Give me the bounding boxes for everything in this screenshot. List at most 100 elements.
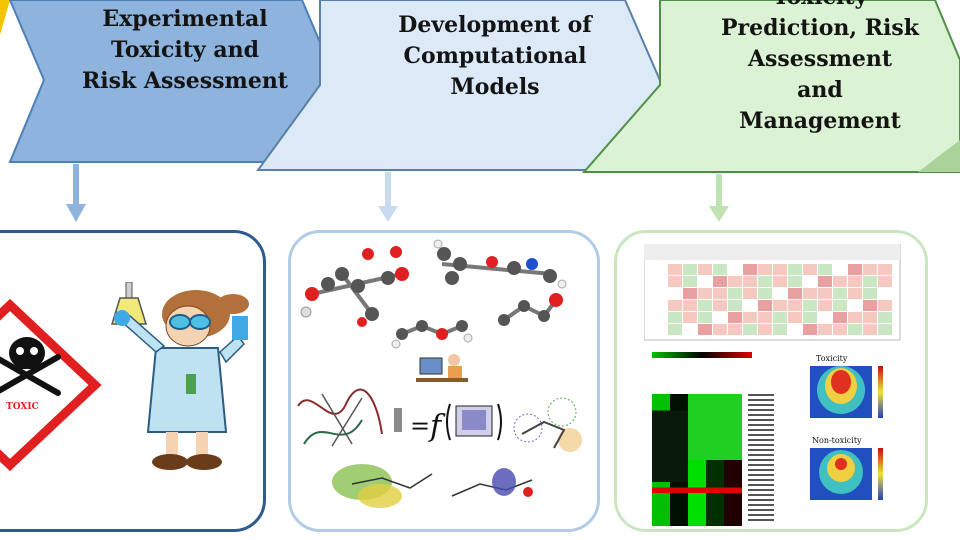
gene-label-line (748, 474, 774, 476)
heatmap-cell (724, 465, 742, 471)
heatmap-cell (652, 482, 670, 488)
table-cell (758, 300, 772, 311)
heatmap-cell (724, 416, 742, 422)
heatmap-cell (670, 443, 688, 449)
table-cell (848, 276, 862, 287)
stage-1-label: Experimental Toxicity and Risk Assessmen… (82, 6, 288, 94)
heatmap-cell (688, 471, 706, 477)
table-cell (833, 276, 847, 287)
table-cell (713, 288, 727, 299)
qsar-formula: = f (394, 403, 502, 444)
gene-label-line (748, 434, 774, 436)
table-cell (758, 276, 772, 287)
heatmap-cell (670, 405, 688, 411)
gene-label-line (748, 414, 774, 416)
heatmap-cell (670, 476, 688, 482)
gene-label-line (748, 404, 774, 406)
chevron-stage-4 (918, 140, 960, 172)
heatmap-cell (688, 465, 706, 471)
heatmap-cell (724, 432, 742, 438)
heatmap-cell (688, 509, 706, 515)
heatmap-cell (670, 471, 688, 477)
heatmap-cell (724, 487, 742, 493)
heatmap-cell (652, 515, 670, 521)
table-cell (683, 264, 697, 275)
gene-label-line (748, 489, 774, 491)
molecules-illustration: = f (297, 239, 582, 508)
heatmap-cell (652, 498, 670, 504)
density-plot-title-2: Non-toxicity (812, 436, 862, 445)
molecule-model (498, 293, 563, 326)
heatmap-cell (670, 493, 688, 499)
table-cell (713, 300, 727, 311)
heatmap-cell (652, 438, 670, 444)
chevron-row (0, 0, 960, 173)
arrow-down-icon (709, 174, 729, 222)
heatmap-cell (688, 476, 706, 482)
protein-structure (297, 388, 383, 447)
heatmap-cell (652, 449, 670, 455)
table-cell (773, 324, 787, 335)
table-cell (728, 324, 742, 335)
table-cell (818, 300, 832, 311)
table-cell (878, 300, 892, 311)
heatmap-cell (706, 460, 724, 466)
gene-label-line (748, 464, 774, 466)
heatmap-cell (652, 405, 670, 411)
gene-label-line (748, 409, 774, 411)
heatmap-cell (724, 482, 742, 488)
heatmap-cell (706, 493, 724, 499)
table-cell (848, 288, 862, 299)
table-cell (698, 324, 712, 335)
gene-label-line (748, 484, 774, 486)
heatmap-cell (706, 476, 724, 482)
heatmap-cell (670, 454, 688, 460)
heatmap-cell (688, 432, 706, 438)
heatmap-cell (670, 427, 688, 433)
molecule-model (391, 320, 473, 349)
gene-label-line (748, 469, 774, 471)
heatmap-cell (688, 482, 706, 488)
table-cell (743, 264, 757, 275)
density-plot-2 (810, 448, 883, 500)
heatmap-cell (724, 493, 742, 499)
heatmap-cell (688, 498, 706, 504)
gene-label-line (748, 504, 774, 506)
gene-label-line (748, 519, 774, 521)
heatmap-cell (670, 438, 688, 444)
docking-pose (332, 464, 433, 508)
table-cell (743, 300, 757, 311)
heatmap-cell (724, 504, 742, 510)
table-cell (698, 276, 712, 287)
stage-2-label: Development of Computational Models (398, 12, 592, 100)
heatmap-cell (688, 493, 706, 499)
heatmap-cell (706, 427, 724, 433)
heatmap-cell (706, 449, 724, 455)
table-cell (668, 300, 682, 311)
table-cell (698, 264, 712, 275)
chevron-stage-3 (581, 0, 960, 173)
down-arrows (66, 164, 729, 222)
heatmap-cell (724, 449, 742, 455)
table-cell (878, 288, 892, 299)
gene-label-line (748, 454, 774, 456)
table-cell (863, 276, 877, 287)
table-cell (743, 276, 757, 287)
table-cell (788, 300, 802, 311)
heatmap-cell (724, 471, 742, 477)
gene-label-line (748, 444, 774, 446)
table-cell (788, 276, 802, 287)
table-cell (878, 312, 892, 323)
arrow-down-icon (378, 172, 398, 222)
table-cell (833, 312, 847, 323)
heatmap-cell (706, 482, 724, 488)
table-cell (758, 288, 772, 299)
table-cell (803, 288, 817, 299)
heatmap-cell (688, 515, 706, 521)
heatmap-cell (724, 509, 742, 515)
table-cell (788, 264, 802, 275)
table-cell (833, 300, 847, 311)
heatmap-cell (670, 421, 688, 427)
table-cell (818, 312, 832, 323)
